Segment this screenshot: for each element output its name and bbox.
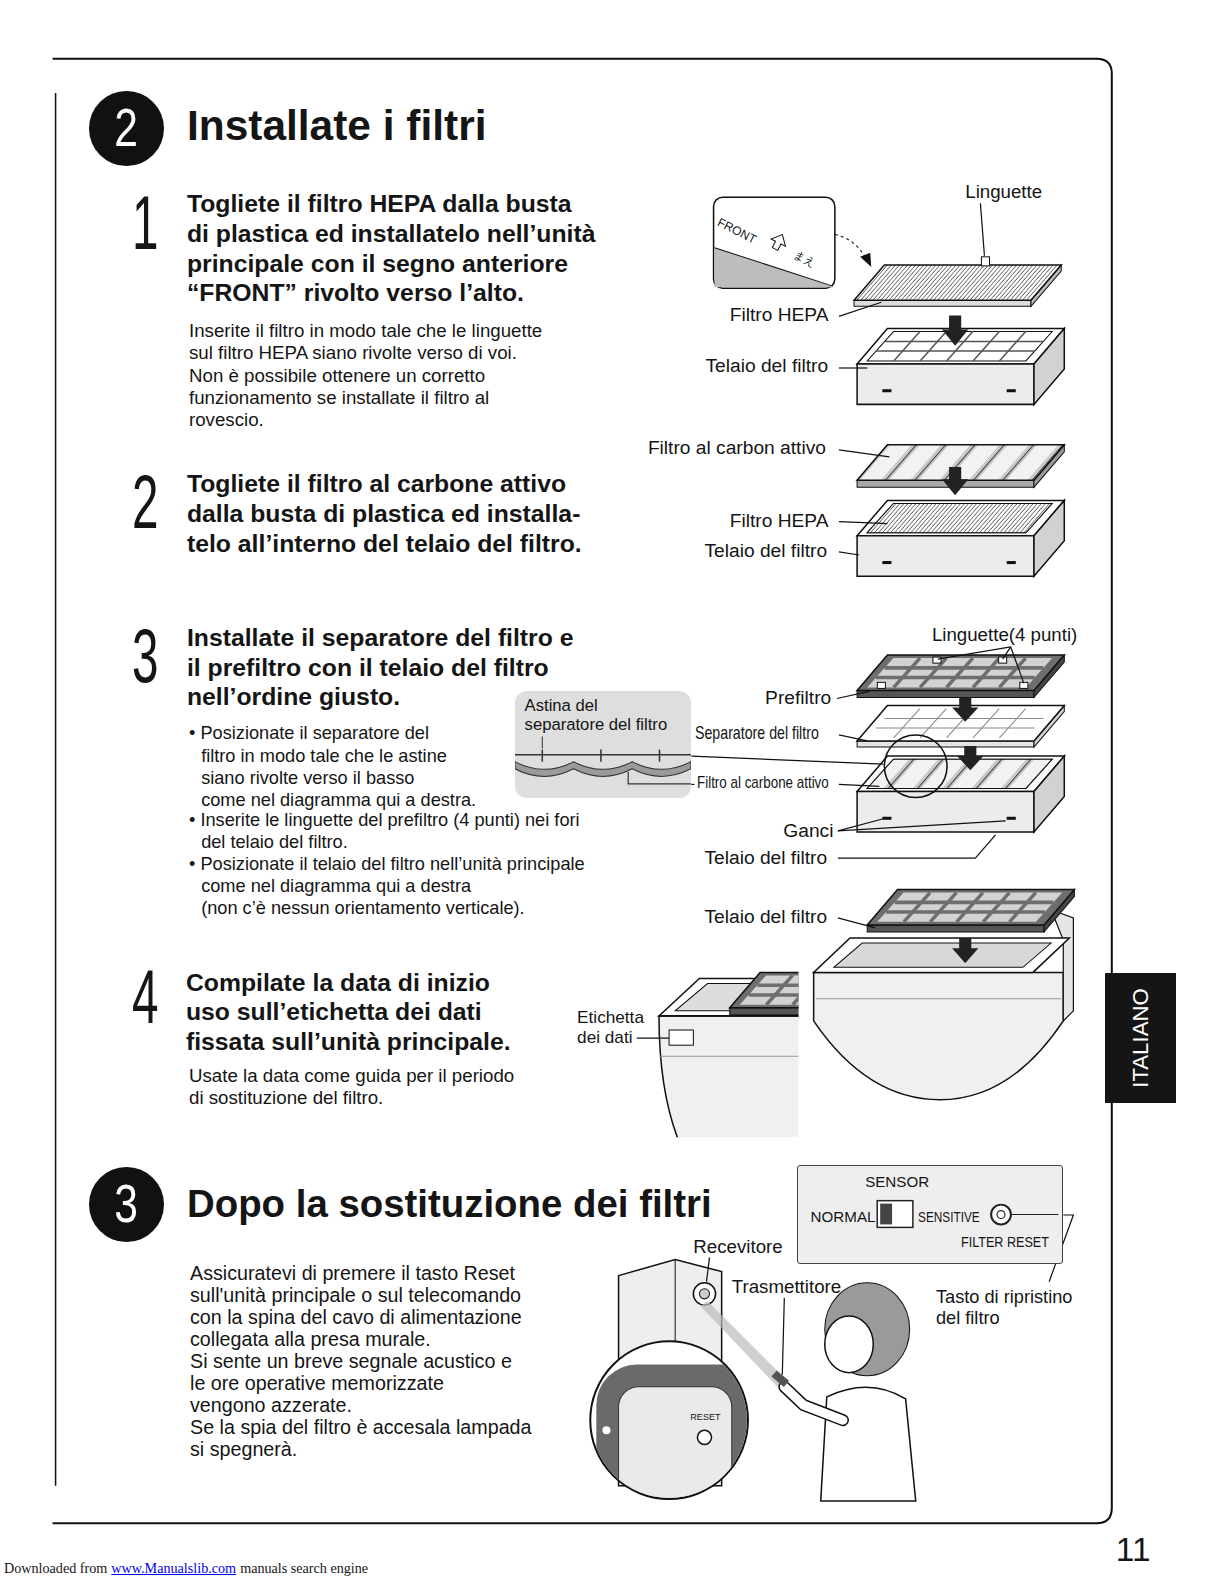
page-number: 11	[1116, 1531, 1151, 1569]
circle-number: 2	[114, 101, 138, 156]
part-label: Tasto di ripristino del filtro	[936, 1287, 1072, 1327]
part-label: Separatore del filtro	[695, 723, 819, 744]
button-label: RESET	[690, 1412, 720, 1422]
footer-link: www.Manualslib.com	[111, 1560, 236, 1576]
circle-number: 3	[114, 1177, 138, 1232]
step-number: 4	[132, 958, 158, 1035]
section-heading: Dopo la sostituzione dei filtri	[187, 1182, 712, 1226]
callout-box: Astina del separatore del filtro	[515, 691, 691, 798]
part-label: Etichetta dei dati	[577, 1007, 644, 1047]
body-text: Se la spia del filtro è accesala lampada…	[190, 1416, 532, 1460]
bullet-item: • Posizionate il separatore del filtro i…	[189, 722, 476, 811]
part-label: Filtro HEPA	[730, 304, 829, 326]
footer-text: Downloaded from	[4, 1560, 107, 1576]
part-label: Linguette	[965, 181, 1042, 203]
body-text: Usate la data come guida per il periodo …	[189, 1065, 514, 1109]
panel-text: FILTER RESET	[961, 1234, 1049, 1251]
footer-line: Downloaded fromwww.Manualslib.commanuals…	[4, 1559, 372, 1577]
step-circle: 3	[89, 1167, 164, 1242]
panel-text: NORMAL	[811, 1208, 876, 1225]
part-label: Filtro HEPA	[730, 510, 829, 532]
paragraph-group: Assicuratevi di premere il tasto Reset s…	[190, 1262, 532, 1460]
part-label: Filtro al carbone attivo	[697, 773, 829, 793]
part-label: Telaio del filtro	[704, 540, 827, 562]
body-text: Si sente un breve segnale acustico e le …	[190, 1350, 532, 1416]
panel-text: SENSOR	[865, 1173, 929, 1190]
part-label: Telaio del filtro	[705, 355, 828, 377]
section-heading: Installate i filtri	[187, 102, 487, 151]
part-label: Trasmettitore	[732, 1276, 841, 1298]
step-title: Installate il separatore del filtro e il…	[187, 623, 574, 712]
body-text: Assicuratevi di premere il tasto Reset s…	[190, 1262, 532, 1350]
callout-text: Astina del separatore del filtro	[525, 696, 668, 734]
part-label: Prefiltro	[765, 687, 831, 709]
step-number: 1	[132, 184, 158, 261]
body-text: Inserite il filtro in modo tale che le l…	[189, 320, 542, 431]
part-label: Linguette(4 punti)	[932, 624, 1077, 646]
part-label: Filtro al carbon attivo	[648, 437, 826, 459]
language-tab: ITALIANO	[1105, 973, 1177, 1102]
step-title: Compilate la data di inizio uso sull’eti…	[186, 968, 511, 1057]
step-title: Togliete il filtro HEPA dalla busta di p…	[187, 189, 596, 307]
bullet-item: • Inserite le linguette del prefiltro (4…	[189, 809, 580, 853]
language-label: ITALIANO	[1128, 988, 1152, 1088]
step-number: 2	[132, 463, 158, 540]
bullet-item: • Posizionate il telaio del filtro nell’…	[189, 853, 585, 920]
step-circle: 2	[89, 91, 164, 166]
part-label: Telaio del filtro	[704, 906, 827, 928]
step-number: 3	[132, 617, 158, 694]
part-label: Telaio del filtro	[704, 847, 827, 869]
sensor-panel: SENSOR NORMAL SENSITIVE FILTER RESET	[797, 1165, 1063, 1264]
step-title: Togliete il filtro al carbone attivo dal…	[187, 469, 582, 558]
part-label: Recevitore	[693, 1236, 782, 1258]
panel-text: SENSITIVE	[918, 1208, 980, 1225]
part-label: Ganci	[783, 820, 833, 842]
footer-text: manuals search engine	[240, 1560, 368, 1576]
